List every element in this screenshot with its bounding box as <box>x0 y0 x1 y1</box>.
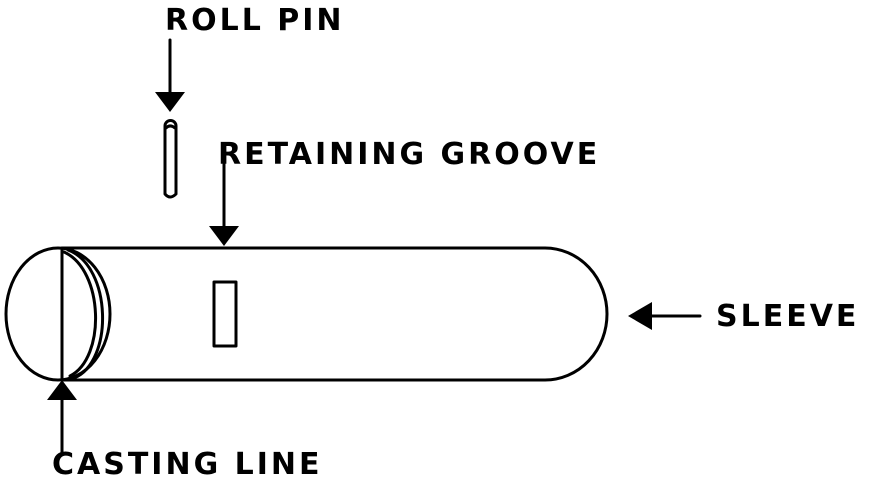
retaining-groove <box>212 280 238 348</box>
roll-pin <box>163 119 178 199</box>
sleeve-end-rim-inner <box>62 250 97 378</box>
sleeve-end-rim <box>66 248 104 380</box>
sleeve-label: SLEEVE <box>716 299 860 334</box>
casting-line-label: CASTING LINE <box>52 447 323 482</box>
sleeve-end-cap <box>4 246 112 382</box>
casting-line-arrowhead <box>47 380 77 400</box>
retaining-groove-label: RETAINING GROOVE <box>218 137 601 172</box>
roll-pin-label: ROLL PIN <box>165 3 345 38</box>
roll-pin-arrowhead <box>155 92 185 112</box>
sleeve <box>60 246 609 382</box>
sleeve-arrowhead <box>628 302 652 330</box>
retaining-groove-arrowhead <box>209 226 239 246</box>
roll-pin-end <box>164 124 177 130</box>
